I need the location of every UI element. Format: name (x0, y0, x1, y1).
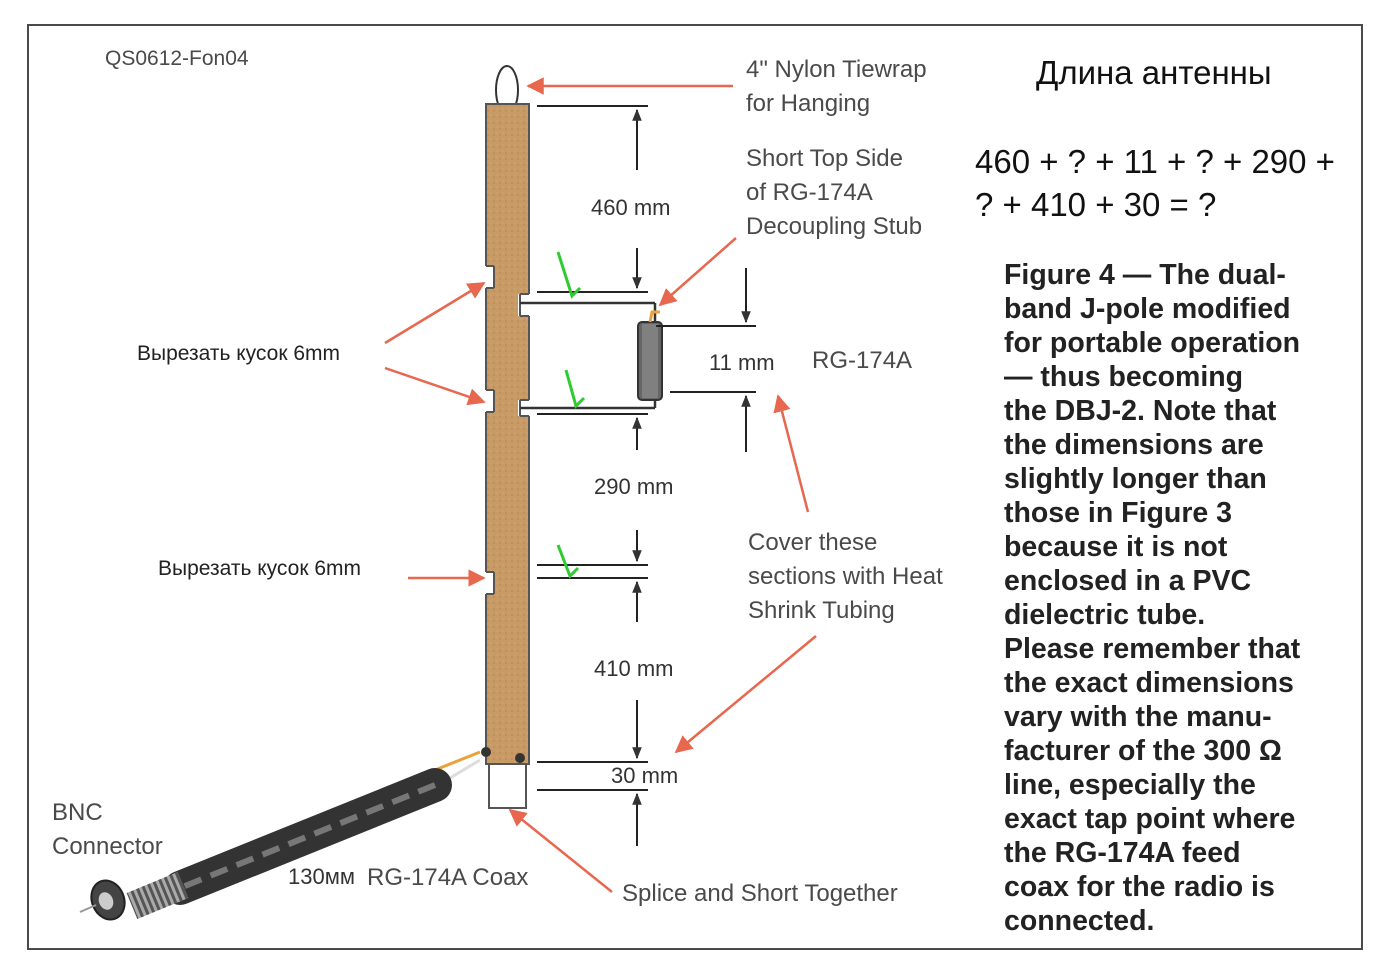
coax-length: 130мм (288, 864, 355, 889)
caption-line: vary with the manu- (1004, 701, 1272, 733)
caption-line: band J-pole modified (1004, 293, 1291, 325)
caption-line: because it is not (1004, 531, 1228, 563)
callout-arrows (384, 77, 817, 893)
caption-line: slightly longer than (1004, 463, 1267, 495)
caption-line: the DBJ-2. Note that (1004, 395, 1277, 427)
figure-frame (27, 24, 1363, 950)
caption-line: line, especially the (1004, 769, 1256, 801)
caption-line: connected. (1004, 905, 1155, 937)
caption-line: facturer of the 300 Ω (1004, 735, 1282, 767)
callout-bnc: BNC Connector (52, 799, 163, 860)
cut-note-lower: Вырезать кусок 6mm (158, 557, 362, 580)
caption-line: the dimensions are (1004, 429, 1264, 461)
caption-line: exact tap point where (1004, 803, 1296, 835)
equation-line: 460 + ? + 11 + ? + 290 + (975, 143, 1335, 180)
caption-line: coax for the radio is (1004, 871, 1275, 903)
callout-splice: Splice and Short Together (622, 880, 898, 907)
caption-line: dielectric tube. (1004, 599, 1206, 631)
dim-290: 290 mm (594, 474, 674, 499)
figure-code: QS0612-Fon04 (105, 47, 249, 70)
caption-line: those in Figure 3 (1004, 497, 1233, 529)
callout-coax: RG-174A Coax (367, 864, 529, 891)
callout-rg174a: RG-174A (812, 347, 913, 374)
length-title: Длина антенны (1036, 54, 1272, 91)
stub-coax-piece (637, 310, 663, 401)
figure-caption: Figure 4 — The dual- band J-pole modifie… (1004, 258, 1344, 938)
dim-460: 460 mm (591, 195, 671, 220)
cut-note-upper: Вырезать кусок 6mm (137, 342, 341, 365)
callout-tiewrap: 4" Nylon Tiewrap for Hanging (746, 56, 927, 117)
green-check-marks (556, 251, 586, 579)
caption-line: Figure 4 — The dual- (1004, 259, 1286, 291)
caption-line: the RG-174A feed (1004, 837, 1241, 869)
rg174a-coax (79, 750, 481, 921)
dimension-lines (537, 105, 756, 846)
twinlead-element (480, 103, 532, 809)
decoupling-stub (520, 301, 657, 410)
equation-line: ? + 410 + 30 = ? (975, 186, 1217, 223)
caption-line: for portable operation (1004, 327, 1301, 359)
dim-30: 30 mm (611, 763, 679, 788)
caption-line: the exact dimensions (1004, 667, 1294, 699)
dim-11: 11 mm (709, 350, 775, 375)
callout-stub: Short Top Side of RG-174A Decoupling Stu… (746, 145, 923, 240)
caption-line: enclosed in a PVC (1004, 565, 1252, 597)
callout-heat-shrink: Cover these sections with Heat Shrink Tu… (748, 529, 943, 624)
caption-line: Please remember that (1004, 633, 1301, 665)
length-equation: 460 + ? + 11 + ? + 290 + ? + 410 + 30 = … (975, 140, 1335, 226)
caption-line: — thus becoming (1004, 361, 1244, 393)
dim-410: 410 mm (594, 656, 674, 681)
